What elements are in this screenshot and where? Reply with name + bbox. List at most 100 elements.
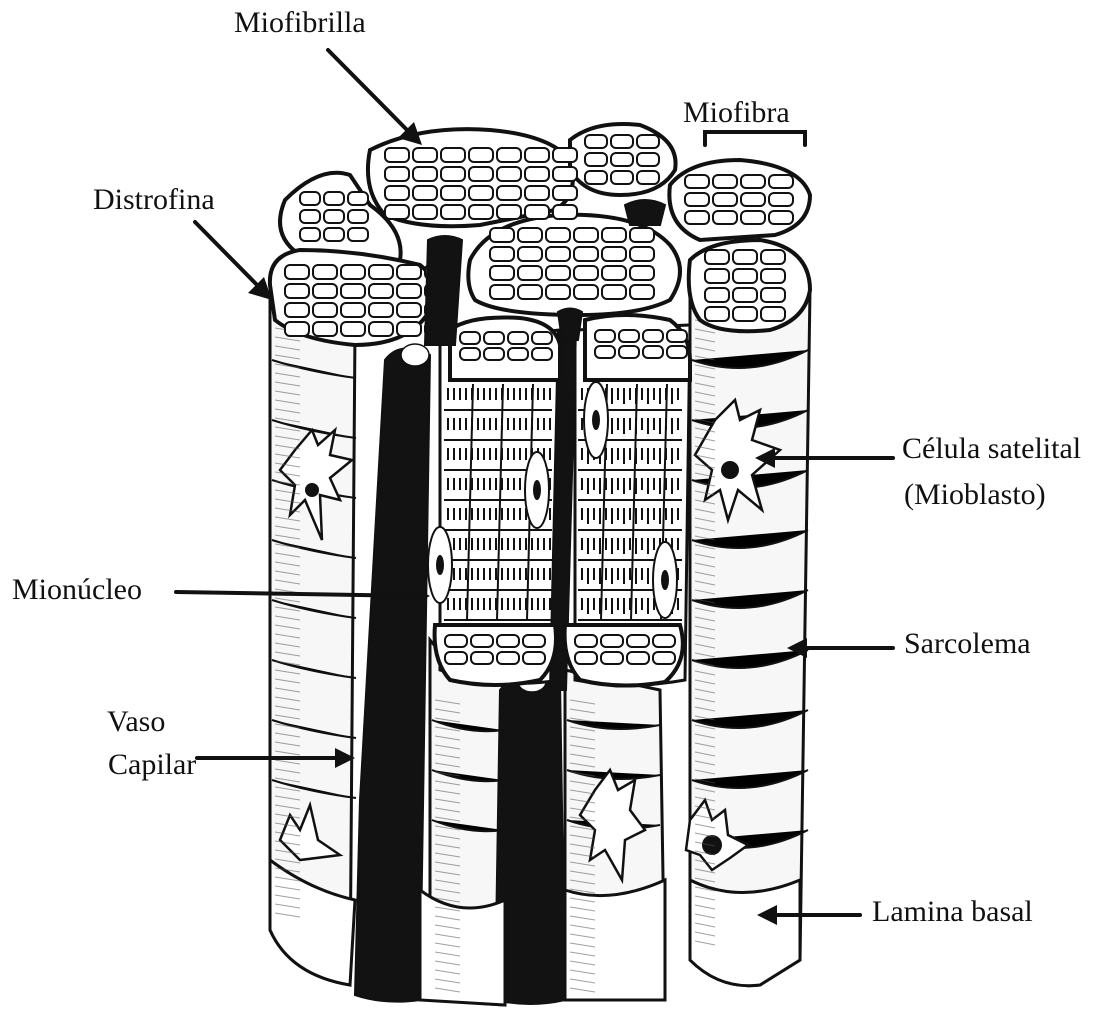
myofibril xyxy=(469,205,493,219)
myofibril xyxy=(497,148,521,162)
myofibril xyxy=(490,266,514,280)
basal-lamina-band-right xyxy=(690,880,800,986)
myofibril xyxy=(713,175,737,188)
myofibril xyxy=(685,211,709,224)
myofibril xyxy=(518,266,542,280)
myofibril xyxy=(460,348,480,360)
myofibril xyxy=(630,228,654,242)
myofibril xyxy=(397,322,421,336)
myofibril xyxy=(713,211,737,224)
myofibril xyxy=(523,635,545,647)
myofibril xyxy=(518,247,542,261)
myofibril xyxy=(471,635,493,647)
myofibril xyxy=(685,193,709,206)
myofibril xyxy=(525,186,549,200)
myofibril xyxy=(705,250,729,264)
myofibril xyxy=(484,348,504,360)
myofibril xyxy=(285,284,309,298)
myofibril xyxy=(413,148,437,162)
myofibril xyxy=(546,228,570,242)
myofibril xyxy=(300,228,320,241)
myofibril xyxy=(602,266,626,280)
myofibril xyxy=(341,265,365,279)
myofibril xyxy=(637,135,659,148)
myofibril xyxy=(761,307,785,321)
myofibril xyxy=(705,307,729,321)
myofibril xyxy=(413,167,437,181)
label-miofibra: Miofibra xyxy=(683,96,790,129)
myofibril xyxy=(769,211,793,224)
myofibril xyxy=(553,186,577,200)
myofibril xyxy=(601,652,623,664)
myofibril xyxy=(397,265,421,279)
myofibril xyxy=(595,330,615,342)
label-celula-satelital: Célula satelital xyxy=(902,432,1081,465)
myofibril xyxy=(602,247,626,261)
arrow-sarcolema xyxy=(787,638,893,658)
myofibril xyxy=(630,266,654,280)
myofibril xyxy=(667,346,687,358)
myofibril xyxy=(574,285,598,299)
myofibril xyxy=(469,167,493,181)
myofibril xyxy=(397,303,421,317)
myofibril xyxy=(497,635,519,647)
myofibril xyxy=(574,266,598,280)
myofibril xyxy=(733,269,757,283)
myofibril xyxy=(460,332,480,344)
myofibril xyxy=(324,192,344,205)
myofibril xyxy=(490,285,514,299)
myofibril xyxy=(341,322,365,336)
myofibril xyxy=(341,303,365,317)
myofibril xyxy=(508,348,528,360)
myofibril xyxy=(585,171,607,184)
myofibril xyxy=(341,284,365,298)
myofibril xyxy=(769,193,793,206)
myofibril xyxy=(300,192,320,205)
myofibril xyxy=(761,250,785,264)
myonucleus-dot xyxy=(436,555,444,575)
myofibril xyxy=(313,284,337,298)
myofibril xyxy=(525,167,549,181)
myofibril xyxy=(490,247,514,261)
myofibril xyxy=(653,635,675,647)
myofibril xyxy=(385,186,409,200)
myofibril xyxy=(469,186,493,200)
myofibril xyxy=(445,635,467,647)
myofibril xyxy=(497,205,521,219)
myofibril xyxy=(369,303,393,317)
myofibril xyxy=(313,322,337,336)
myofibril xyxy=(546,266,570,280)
myofibril xyxy=(385,167,409,181)
myofibril xyxy=(585,135,607,148)
myofibril xyxy=(741,193,765,206)
myofibril xyxy=(575,652,597,664)
myonucleus-dot xyxy=(592,410,600,430)
myofibril xyxy=(643,330,663,342)
myofibril xyxy=(369,322,393,336)
basal-lamina-band-center xyxy=(420,890,505,1005)
myofibril xyxy=(441,148,465,162)
bracket-miofibra xyxy=(705,132,805,145)
myofibril xyxy=(627,635,649,647)
myofibril xyxy=(553,167,577,181)
myofibril xyxy=(611,135,633,148)
myofibril xyxy=(490,228,514,242)
label-vaso: Vaso xyxy=(107,705,165,738)
label-miofibrilla: Miofibrilla xyxy=(234,6,366,39)
myofibril xyxy=(518,285,542,299)
myonucleus-dot xyxy=(661,570,669,590)
myofibril xyxy=(637,153,659,166)
myofibril xyxy=(532,348,552,360)
myofibril xyxy=(601,635,623,647)
myofibril xyxy=(653,652,675,664)
myofibril xyxy=(285,303,309,317)
myofibril xyxy=(602,228,626,242)
myofibril xyxy=(553,205,577,219)
left-capillary-end xyxy=(401,344,429,366)
myofibril xyxy=(574,247,598,261)
label-distrofina: Distrofina xyxy=(93,183,215,216)
myofibril xyxy=(761,288,785,302)
myofibril xyxy=(413,186,437,200)
myofibril xyxy=(469,148,493,162)
label-sarcolema: Sarcolema xyxy=(904,627,1031,660)
